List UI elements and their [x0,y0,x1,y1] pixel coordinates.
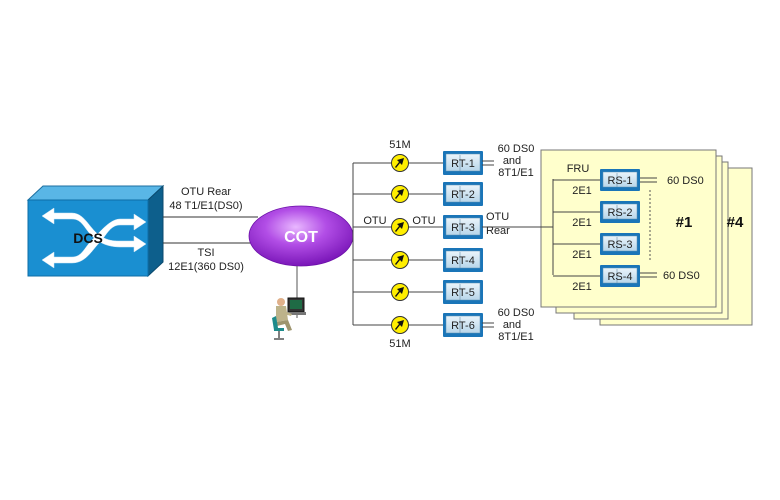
rt-unit-3[interactable]: RT-3 [443,215,483,239]
crossover-arrows-icon [41,207,147,269]
rs-link-label: 2E1 [572,217,592,229]
fru-label: FRU [567,163,590,175]
cot-node[interactable]: COT [248,205,354,267]
optical-interface-icon [391,154,409,172]
rt-unit-3-label: RT-3 [451,222,475,234]
rs-unit-1[interactable]: RS-1 [600,169,640,191]
rt-unit-5-label: RT-5 [451,287,475,299]
rt-unit-4-label: RT-4 [451,255,475,267]
rt3-output-label-1: OTU [486,211,509,223]
operator-workstation-icon [272,297,306,340]
optical-interface-icon [391,316,409,334]
optical-rate-bottom: 51M [389,338,410,350]
upper-link-label-1: OTU Rear [181,186,231,198]
rs-unit-3-label: RS-3 [607,239,632,251]
rs1-output-label: 60 DS0 [667,175,704,187]
rt1-output-label-1: 60 DS0 [498,143,535,155]
optical-interface-icon [391,283,409,301]
rt-unit-6[interactable]: RT-6 [443,313,483,337]
optical-interface-icon [391,218,409,236]
rt-unit-1[interactable]: RT-1 [443,151,483,175]
rt-unit-1-label: RT-1 [451,158,475,170]
rs-unit-1-label: RS-1 [607,175,632,187]
dcs-node[interactable]: DCS [26,184,165,278]
otu-right-label: OTU [412,215,435,227]
otu-left-label: OTU [363,215,386,227]
rs-link-label: 2E1 [572,281,592,293]
rt-unit-4[interactable]: RT-4 [443,248,483,272]
rt1-output-label-2: and [503,155,521,167]
rt6-output-label-1: 60 DS0 [498,307,535,319]
cot-label: COT [284,229,318,246]
rs-link-label: 2E1 [572,249,592,261]
optical-rate-top: 51M [389,139,410,151]
rs-unit-3[interactable]: RS-3 [600,233,640,255]
rt-unit-5[interactable]: RT-5 [443,280,483,304]
lower-link-label-2: 12E1(360 DS0) [168,261,244,273]
optical-interface-icon [391,185,409,203]
rs-unit-2-label: RS-2 [607,207,632,219]
rs4-output-label: 60 DS0 [663,270,700,282]
rt-unit-6-label: RT-6 [451,320,475,332]
rt-unit-2[interactable]: RT-2 [443,182,483,206]
rt1-output-label-3: 8T1/E1 [498,167,533,179]
rt-unit-2-label: RT-2 [451,189,475,201]
rs-unit-4[interactable]: RS-4 [600,265,640,287]
dcs-label: DCS [73,230,103,246]
lower-link-label-1: TSI [197,247,214,259]
rt6-output-label-2: and [503,319,521,331]
page-label-front: #1 [676,214,693,231]
upper-link-label-2: 48 T1/E1(DS0) [169,200,242,212]
rs-panel-stack [540,149,753,326]
rs-unit-2[interactable]: RS-2 [600,201,640,223]
rs-unit-4-label: RS-4 [607,271,632,283]
rt3-output-label-2: Rear [486,225,510,237]
page-label-back: #4 [727,214,744,231]
optical-interface-icon [391,251,409,269]
rt6-output-label-3: 8T1/E1 [498,331,533,343]
rs-link-label: 2E1 [572,185,592,197]
